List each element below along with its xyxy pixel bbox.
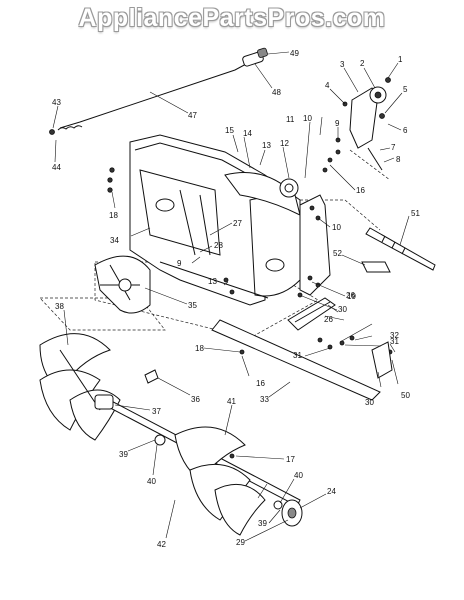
callout-52: 52 xyxy=(333,249,342,258)
callout-47: 47 xyxy=(188,111,197,120)
callout-26a: 26 xyxy=(346,291,355,300)
callout-28: 28 xyxy=(214,241,223,250)
callout-51: 51 xyxy=(411,209,420,218)
callout-3: 3 xyxy=(340,60,345,69)
callout-40a: 40 xyxy=(147,477,156,486)
callout-12: 12 xyxy=(280,139,289,148)
callout-13b: 13 xyxy=(208,277,217,286)
callout-50: 50 xyxy=(401,391,410,400)
callout-44: 44 xyxy=(52,163,61,172)
callout-29: 29 xyxy=(236,538,245,547)
callout-13a: 13 xyxy=(262,141,271,150)
watermark: AppliancePartsPros.com xyxy=(78,4,386,32)
scraper-bar xyxy=(211,319,381,401)
callout-7: 7 xyxy=(391,143,396,152)
callout-32: 32 xyxy=(390,331,399,340)
callout-2: 2 xyxy=(360,59,365,68)
auger-housing xyxy=(129,134,301,306)
callout-42: 42 xyxy=(157,540,166,549)
callout-9b: 9 xyxy=(177,259,182,268)
callout-48: 48 xyxy=(272,88,281,97)
callout-26b: 26 xyxy=(324,315,333,324)
callout-31a: 31 xyxy=(293,351,302,360)
callout-10b: 10 xyxy=(332,223,341,232)
callout-39b: 39 xyxy=(258,519,267,528)
callout-1: 1 xyxy=(398,55,403,64)
left-auger xyxy=(39,333,121,441)
callout-16b: 16 xyxy=(256,379,265,388)
callout-17: 17 xyxy=(286,455,295,464)
callout-43: 43 xyxy=(52,98,61,107)
callout-38: 38 xyxy=(55,302,64,311)
callout-37: 37 xyxy=(152,407,161,416)
right-side-plate xyxy=(299,194,331,296)
right-auger xyxy=(174,426,266,536)
callout-16a: 16 xyxy=(356,186,365,195)
callout-labels: 1 2 3 4 5 6 7 8 9 9 10 10 11 12 13 13 14… xyxy=(52,49,420,549)
skid-shoe xyxy=(371,341,393,379)
callout-15: 15 xyxy=(225,126,234,135)
leader-lines xyxy=(52,51,410,542)
callout-10a: 10 xyxy=(303,114,312,123)
callout-36: 36 xyxy=(191,395,200,404)
drive-shaft xyxy=(365,227,436,271)
callout-34: 34 xyxy=(110,236,119,245)
callout-8: 8 xyxy=(396,155,401,164)
callout-6: 6 xyxy=(403,126,408,135)
callout-35: 35 xyxy=(188,301,197,310)
callout-19: 19 xyxy=(347,292,356,301)
callout-18a: 18 xyxy=(109,211,118,220)
callout-33: 33 xyxy=(260,395,269,404)
bearing-housing xyxy=(273,499,303,527)
callout-30b: 30 xyxy=(365,398,374,407)
callout-9a: 9 xyxy=(335,119,340,128)
callout-41: 41 xyxy=(227,397,236,406)
bracket-52 xyxy=(361,261,391,273)
impeller xyxy=(94,255,151,314)
callout-14: 14 xyxy=(243,129,252,138)
callout-49: 49 xyxy=(290,49,299,58)
callout-18b: 18 xyxy=(195,344,204,353)
chute-crank-rod xyxy=(49,47,268,135)
callout-5: 5 xyxy=(403,85,408,94)
callout-4: 4 xyxy=(325,81,330,90)
shave-plate xyxy=(287,297,336,331)
callout-11: 11 xyxy=(286,115,295,124)
callout-27: 27 xyxy=(233,219,242,228)
callout-40b: 40 xyxy=(294,471,303,480)
chute-rotator xyxy=(342,77,391,171)
callout-39a: 39 xyxy=(119,450,128,459)
callout-24: 24 xyxy=(327,487,336,496)
callout-31b: 31 xyxy=(390,337,399,346)
callout-30a: 30 xyxy=(338,305,347,314)
